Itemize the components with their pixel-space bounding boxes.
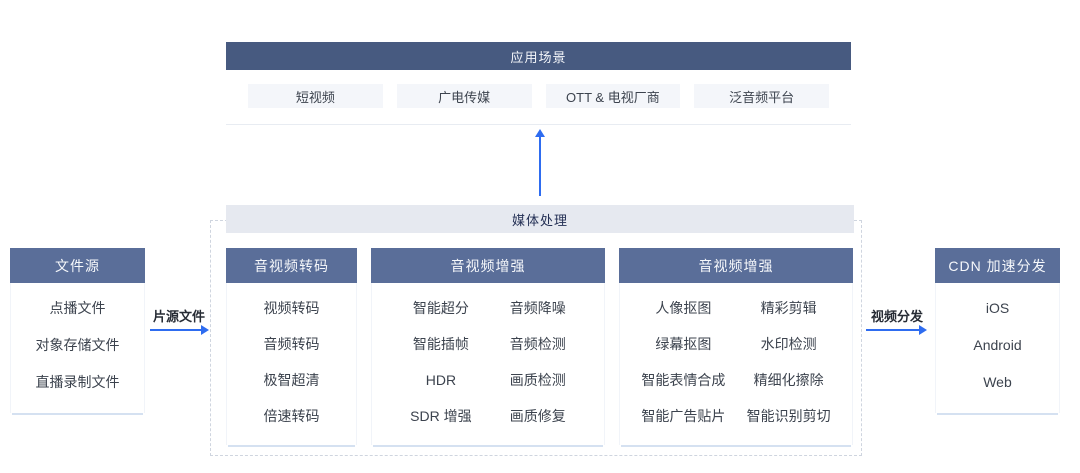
cdn-item: iOS xyxy=(985,299,1010,316)
app-scenarios-title: 应用场景 xyxy=(226,42,851,70)
feature-item: 智能广告贴片 xyxy=(641,408,726,424)
file-source-item: 对象存储文件 xyxy=(35,336,120,353)
feature-item: 视频转码 xyxy=(263,300,320,316)
distribute-arrow-head-icon xyxy=(919,325,927,335)
feature-item: 音频转码 xyxy=(263,336,320,352)
feature-item: 智能插帧 xyxy=(412,336,469,352)
feature-item: 水印检测 xyxy=(760,336,817,352)
cdn-distribution-body: iOS Android Web xyxy=(935,283,1060,415)
feature-item: 智能识别剪切 xyxy=(746,408,831,424)
feature-item: 精彩剪辑 xyxy=(760,300,817,316)
cdn-item: Web xyxy=(983,373,1012,390)
app-scenarios-body: 短视频 广电传媒 OTT & 电视厂商 泛音频平台 xyxy=(226,70,851,125)
scenario-item-broadcast-media: 广电传媒 xyxy=(396,84,532,108)
source-arrow-line xyxy=(150,329,202,331)
file-source-item: 直播录制文件 xyxy=(35,373,120,390)
up-arrow-line xyxy=(539,136,541,196)
feature-group-right: 音频降噪 音频检测 画质检测 画质修复 xyxy=(510,290,566,445)
column-av-transcoding-body: 视频转码 音频转码 极智超清 倍速转码 xyxy=(226,283,357,447)
distribute-arrow-label: 视频分发 xyxy=(870,309,924,324)
media-processing-title: 媒体处理 xyxy=(226,205,854,233)
cdn-distribution-box: CDN 加速分发 iOS Android Web xyxy=(935,248,1060,415)
card-underline xyxy=(621,445,851,447)
feature-item: HDR xyxy=(425,372,457,388)
column-av-enhancement-1: 音视频增强 智能超分 智能插帧 HDR SDR 增强 音频降噪 音频检测 画质检… xyxy=(371,248,605,447)
up-arrow-head-icon xyxy=(535,129,545,137)
cdn-item: Android xyxy=(973,336,1022,353)
feature-item: 倍速转码 xyxy=(263,408,320,424)
column-av-transcoding: 音视频转码 视频转码 音频转码 极智超清 倍速转码 xyxy=(226,248,357,447)
feature-item: 画质检测 xyxy=(509,372,566,388)
column-av-enhancement-2-title: 音视频增强 xyxy=(619,248,853,283)
file-source-body: 点播文件 对象存储文件 直播录制文件 xyxy=(10,283,145,415)
feature-item: 人像抠图 xyxy=(655,300,712,316)
scenario-item-ott-tv: OTT & 电视厂商 xyxy=(545,84,681,108)
feature-item: SDR 增强 xyxy=(410,408,472,424)
column-av-transcoding-title: 音视频转码 xyxy=(226,248,357,283)
scenario-item-short-video: 短视频 xyxy=(248,84,383,108)
column-av-enhancement-1-title: 音视频增强 xyxy=(371,248,605,283)
column-av-enhancement-2: 音视频增强 人像抠图 绿幕抠图 智能表情合成 智能广告贴片 精彩剪辑 水印检测 … xyxy=(619,248,853,447)
card-underline xyxy=(228,445,355,447)
file-source-box: 文件源 点播文件 对象存储文件 直播录制文件 xyxy=(10,248,145,415)
column-av-enhancement-1-body: 智能超分 智能插帧 HDR SDR 增强 音频降噪 音频检测 画质检测 画质修复 xyxy=(371,283,605,447)
source-arrow-label: 片源文件 xyxy=(152,309,206,324)
feature-item: 画质修复 xyxy=(509,408,566,424)
feature-item: 音频降噪 xyxy=(509,300,566,316)
file-source-title: 文件源 xyxy=(10,248,145,283)
feature-item: 音频检测 xyxy=(509,336,566,352)
distribute-arrow-line xyxy=(866,329,920,331)
file-source-item: 点播文件 xyxy=(49,299,106,316)
column-av-enhancement-2-body: 人像抠图 绿幕抠图 智能表情合成 智能广告贴片 精彩剪辑 水印检测 精细化擦除 … xyxy=(619,283,853,447)
feature-item: 极智超清 xyxy=(263,372,320,388)
card-underline xyxy=(937,413,1058,415)
feature-item: 智能表情合成 xyxy=(641,372,726,388)
feature-item: 精细化擦除 xyxy=(753,372,824,388)
feature-item: 智能超分 xyxy=(412,300,469,316)
cdn-distribution-title: CDN 加速分发 xyxy=(935,248,1060,283)
scenario-item-pan-audio: 泛音频平台 xyxy=(694,84,829,108)
feature-group-left: 人像抠图 绿幕抠图 智能表情合成 智能广告贴片 xyxy=(641,290,725,445)
feature-group-left: 智能超分 智能插帧 HDR SDR 增强 xyxy=(410,290,471,445)
card-underline xyxy=(373,445,603,447)
source-arrow-head-icon xyxy=(201,325,209,335)
app-scenarios-section: 应用场景 短视频 广电传媒 OTT & 电视厂商 泛音频平台 xyxy=(226,42,851,125)
feature-group-right: 精彩剪辑 水印检测 精细化擦除 智能识别剪切 xyxy=(747,290,831,445)
feature-item: 绿幕抠图 xyxy=(655,336,712,352)
card-underline xyxy=(12,413,143,415)
